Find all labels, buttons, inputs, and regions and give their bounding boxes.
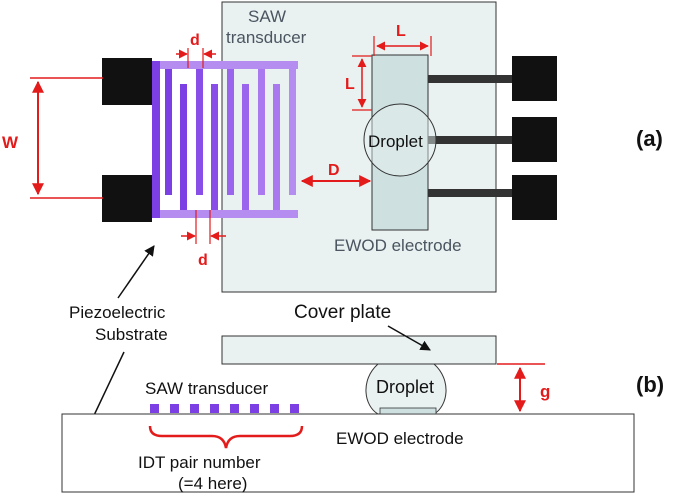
right-pad-1 (512, 56, 557, 101)
d-label-bottom: d (198, 252, 208, 269)
saw-label-top: SAW (248, 7, 286, 26)
cover-plate (221, 335, 497, 365)
idt-brace (148, 425, 304, 449)
droplet-label-side: Droplet (376, 377, 434, 397)
idt-label-line1: IDT pair number (138, 453, 261, 472)
lead-2 (428, 136, 512, 144)
droplet-top (363, 103, 437, 177)
cover-plate-arrow (387, 325, 431, 351)
idt-top-view (152, 61, 298, 218)
ewod-label-side: EWOD electrode (336, 429, 464, 448)
idt-label-line2: (=4 here) (178, 474, 247, 493)
lead-1 (428, 75, 512, 83)
panel-a-label: (a) (636, 126, 663, 151)
droplet-label-top: Droplet (368, 132, 423, 151)
lead-3 (428, 189, 512, 197)
ewod-label-top: EWOD electrode (334, 236, 462, 255)
l-label-side: L (345, 76, 355, 93)
ewod-electrode-top (371, 54, 429, 231)
left-pad-bottom (102, 175, 152, 222)
piezo-label-line2: Substrate (95, 325, 168, 344)
right-pad-3 (512, 175, 557, 220)
transducer-label-top: transducer (226, 28, 307, 47)
ewod-electrode-side (379, 407, 437, 415)
panel-b-label: (b) (636, 372, 664, 397)
idt-side-view (150, 404, 299, 413)
substrate-side-view (61, 413, 635, 493)
l-label-top: L (396, 23, 406, 40)
substrate-top-view (221, 1, 497, 293)
saw-label-side: SAW transducer (145, 379, 268, 398)
cover-plate-label: Cover plate (294, 302, 391, 323)
left-pad-top (102, 58, 152, 105)
piezo-label-line1: Piezoelectric (69, 303, 166, 322)
D-label: D (328, 162, 340, 179)
g-label: g (540, 382, 550, 401)
d-label-top: d (190, 32, 200, 49)
right-pad-2 (512, 117, 557, 162)
w-label: W (2, 133, 19, 152)
piezo-arrow-up (117, 245, 155, 299)
